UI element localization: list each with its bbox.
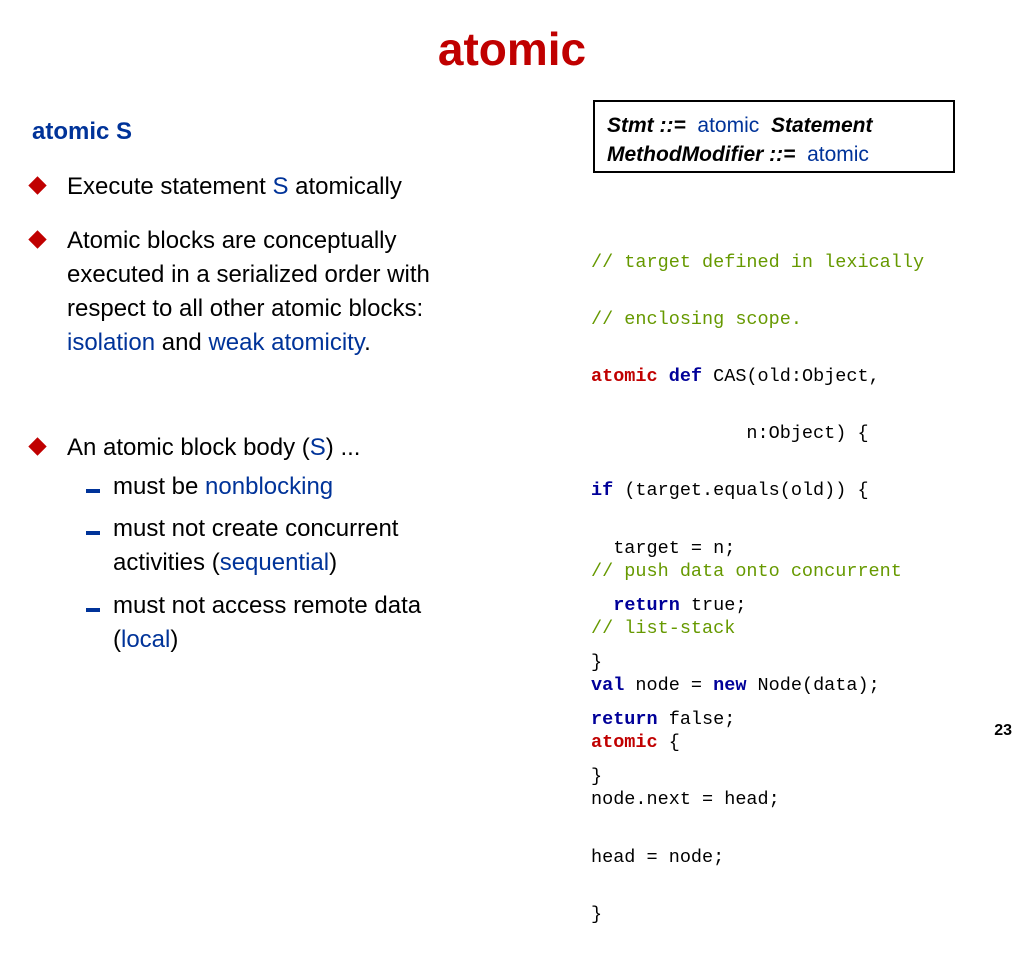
code-line: return false; [591, 706, 924, 735]
code-block-cas: // target defined in lexically // enclos… [591, 220, 924, 820]
return-keyword: return [613, 594, 680, 616]
code-line: node.next = head; [591, 786, 902, 815]
code-line: atomic { [591, 729, 902, 758]
code-line: } [591, 649, 924, 678]
code-comment: // enclosing scope. [591, 306, 924, 335]
code-line: target = n; [591, 535, 924, 564]
page-number: 23 [994, 722, 1012, 739]
if-keyword: if [591, 480, 614, 502]
diamond-bullet-icon [28, 230, 47, 249]
grammar-lhs: MethodModifier ::= [607, 143, 796, 166]
code-text: } [591, 903, 603, 925]
new-keyword: new [713, 674, 747, 696]
def-keyword: def [668, 365, 703, 387]
bullet-text: Execute statement [67, 173, 273, 200]
code-text: head = node; [591, 846, 725, 868]
syntax-grammar-box: Stmt ::= atomic Statement MethodModifier… [593, 100, 955, 173]
grammar-keyword: atomic [807, 143, 869, 166]
code-line: val node = new Node(data); [591, 672, 902, 701]
bullet-line: activities (sequential) [113, 546, 398, 580]
dash-bullet-icon [86, 489, 100, 493]
bullet-line: (local) [113, 623, 421, 657]
bullet-highlight: S [272, 173, 289, 200]
code-comment: // target defined in lexically [591, 249, 924, 278]
code-comment: // push data onto concurrent [591, 558, 902, 587]
nonblocking-term: nonblocking [205, 473, 334, 500]
code-line: return true; [591, 592, 924, 621]
code-text: true; [679, 594, 747, 616]
code-line: if (target.equals(old)) { [591, 477, 924, 506]
subbullet-sequential: must not create concurrent activities (s… [86, 512, 399, 580]
dash-bullet-icon [86, 608, 100, 612]
bullet-line: isolation and weak atomicity. [67, 326, 430, 360]
val-keyword: val [591, 674, 625, 696]
bullet-text: ) ... [325, 434, 361, 461]
bullet-text: . [364, 329, 371, 356]
code-line: head = node; [591, 844, 902, 873]
bullet-text: ) [170, 626, 179, 653]
code-text: node = [624, 674, 714, 696]
bullet-text: must be [113, 473, 206, 500]
bullet-block-body: An atomic block body (S) ... [28, 431, 361, 465]
code-comment: // list-stack [591, 615, 902, 644]
code-text: CAS(old:Object, [702, 365, 880, 387]
atomic-keyword: atomic [591, 732, 658, 754]
subbullet-local: must not access remote data (local) [86, 589, 422, 657]
code-line: atomic def CAS(old:Object, [591, 363, 924, 392]
bullet-line: Atomic blocks are conceptually [67, 227, 397, 254]
diamond-bullet-icon [28, 437, 47, 456]
isolation-term: isolation [67, 329, 156, 356]
comment-text: // target defined in lexically [591, 251, 925, 273]
bullet-text: ) [329, 549, 338, 576]
subbullet-nonblocking: must be nonblocking [86, 470, 334, 504]
code-text: (target.equals(old)) { [613, 480, 869, 502]
subheading: atomic S [32, 118, 133, 145]
code-text: Node(data); [746, 674, 880, 696]
code-text: target = n; [591, 537, 736, 559]
code-text: false; [657, 709, 736, 731]
bullet-execute: Execute statement S atomically [28, 170, 402, 204]
bullet-line: executed in a serialized order with [67, 261, 430, 288]
comment-text: // enclosing scope. [591, 308, 802, 330]
weak-atomicity-term: weak atomicity [208, 329, 365, 356]
code-text: } [591, 651, 603, 673]
local-term: local [121, 626, 171, 653]
bullet-line: must not create concurrent [113, 515, 399, 542]
code-block-push: // push data onto concurrent // list-sta… [591, 529, 902, 958]
bullet-atomic-blocks: Atomic blocks are conceptually executed … [28, 224, 430, 360]
grammar-line-stmt: Stmt ::= atomic Statement [607, 111, 953, 140]
bullet-text: atomically [288, 173, 402, 200]
bullet-line: must not access remote data [113, 592, 422, 619]
code-text: n:Object) { [591, 423, 869, 445]
grammar-line-modifier: MethodModifier ::= atomic [607, 140, 953, 169]
comment-text: // push data onto concurrent [591, 560, 902, 582]
bullet-line: respect to all other atomic blocks: [67, 295, 424, 322]
bullet-highlight: S [309, 434, 326, 461]
return-keyword: return [591, 709, 658, 731]
dash-bullet-icon [86, 531, 100, 535]
bullet-text: ( [113, 626, 121, 653]
comment-text: // list-stack [591, 617, 736, 639]
bullet-text: An atomic block body ( [67, 434, 310, 461]
grammar-lhs: Stmt ::= [607, 114, 686, 137]
sequential-term: sequential [219, 549, 330, 576]
bullet-text: and [155, 329, 209, 356]
code-line: } [591, 901, 902, 930]
atomic-keyword: atomic [591, 365, 658, 387]
grammar-keyword: atomic [697, 114, 760, 137]
grammar-rhs: Statement [770, 114, 873, 137]
code-line: n:Object) { [591, 420, 924, 449]
diamond-bullet-icon [28, 176, 47, 195]
code-text: { [657, 732, 680, 754]
bullet-text: activities ( [113, 549, 220, 576]
slide-title: atomic [437, 23, 587, 75]
code-text: node.next = head; [591, 789, 780, 811]
